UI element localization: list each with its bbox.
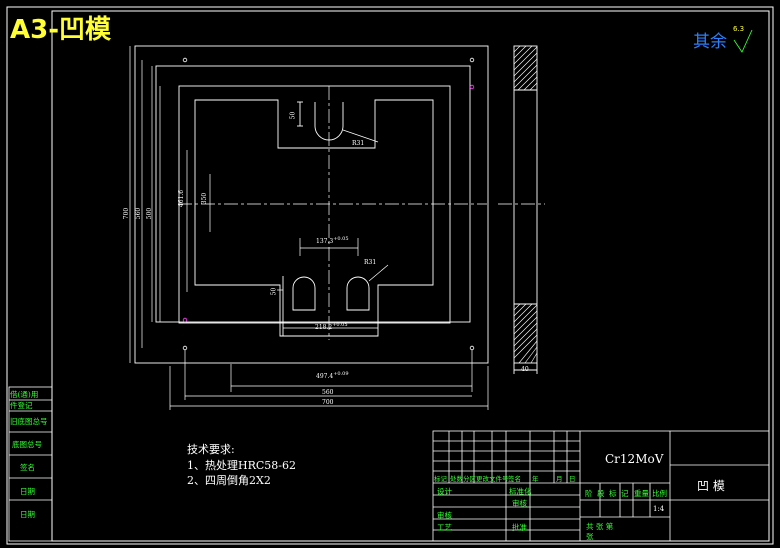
dim-holes-height: 500 — [146, 207, 154, 220]
tb-header-change: 更改文件号 — [476, 475, 509, 483]
strip-item-6: 日期 — [20, 487, 35, 496]
part-name: 凹 模 — [697, 479, 725, 493]
dim-left-small: 50 — [270, 287, 278, 296]
tb-weight: 重量 — [634, 489, 649, 498]
tech-line-1: 1、热处理HRC58-62 — [187, 459, 297, 472]
pilot-holes — [182, 57, 475, 351]
tb-design: 设计 — [437, 487, 452, 496]
tb-header-sign: 签名 — [508, 475, 521, 483]
strip-item-5: 签名 — [20, 463, 35, 472]
strip-item-4: 底图总号 — [12, 440, 42, 449]
tb-header-mark: 标记 — [434, 475, 447, 483]
tb-scale: 1:4 — [653, 505, 665, 513]
side-view — [513, 45, 538, 374]
drawing-frame — [51, 10, 770, 542]
tb-craft: 工艺 — [437, 523, 452, 532]
lower-slots — [282, 276, 370, 336]
tb-approve: 批准 — [512, 523, 527, 532]
strip-item-7: 日期 — [20, 510, 35, 519]
material-label: Cr12MoV — [605, 452, 664, 466]
dim-height-a: 461.6 — [178, 189, 186, 208]
roughness-symbol-icon — [733, 29, 753, 53]
tb-sheet-of: 张 — [586, 532, 594, 541]
strip-item-1: 借(通)用 — [10, 390, 39, 399]
strip-item-3: 旧底图总号 — [10, 417, 48, 426]
dim-side-thickness: 40 — [521, 366, 529, 373]
tb-stage-4: 记 — [621, 489, 629, 498]
center-lines — [178, 86, 545, 340]
die-plate — [134, 45, 489, 364]
tb-stage-2: 段 — [597, 489, 605, 498]
roughness-label: 其余 — [693, 32, 727, 52]
tb-check: 审核 — [437, 511, 452, 520]
dim-total-width: 700 — [322, 399, 334, 406]
tb-ratio: 比例 — [652, 489, 667, 498]
tb-sheets: 共 张 第 — [586, 522, 614, 531]
tb-header-count: 处数 — [450, 475, 463, 483]
dim-height-b: 350 — [201, 192, 209, 205]
strip-item-2: 件登记 — [10, 401, 33, 410]
top-slot — [297, 101, 344, 141]
tb-header-month: 月 — [556, 475, 563, 483]
dim-holes-width: 497.4+0.09 — [316, 371, 349, 380]
title-block — [432, 430, 770, 542]
tb-header-day: 日 — [569, 475, 576, 483]
side-hatch — [513, 45, 538, 364]
tb-stage-1: 阶 — [585, 489, 593, 498]
roughness-value: 6.3 — [733, 25, 745, 33]
dim-inner-width: 560 — [322, 389, 334, 396]
tb-stage-3: 标 — [609, 489, 617, 498]
tech-heading: 技术要求: — [187, 443, 235, 456]
sheet-border — [6, 6, 774, 545]
tb-standard: 标准化 — [509, 487, 532, 496]
dim-lines — [129, 46, 489, 410]
tb-review: 审核 — [512, 499, 527, 508]
dim-inner-height: 560 — [135, 207, 143, 220]
dim-mid-width: 137.3+0.05 — [316, 236, 349, 245]
tb-header-zone: 分区 — [463, 475, 476, 483]
dim-bottom-width: 218.2+0.05 — [315, 322, 348, 331]
dim-top-slot-radius: R31 — [352, 140, 365, 147]
sheet-title: A3-凹模 — [10, 15, 112, 45]
tb-header-year: 年 — [532, 475, 539, 483]
left-strip — [8, 386, 53, 542]
dim-lower-radius: R31 — [364, 259, 377, 266]
dim-top-slot: 50 — [289, 111, 297, 120]
dim-total-height: 700 — [123, 207, 131, 220]
tech-line-2: 2、四周倒角2X2 — [187, 474, 271, 487]
